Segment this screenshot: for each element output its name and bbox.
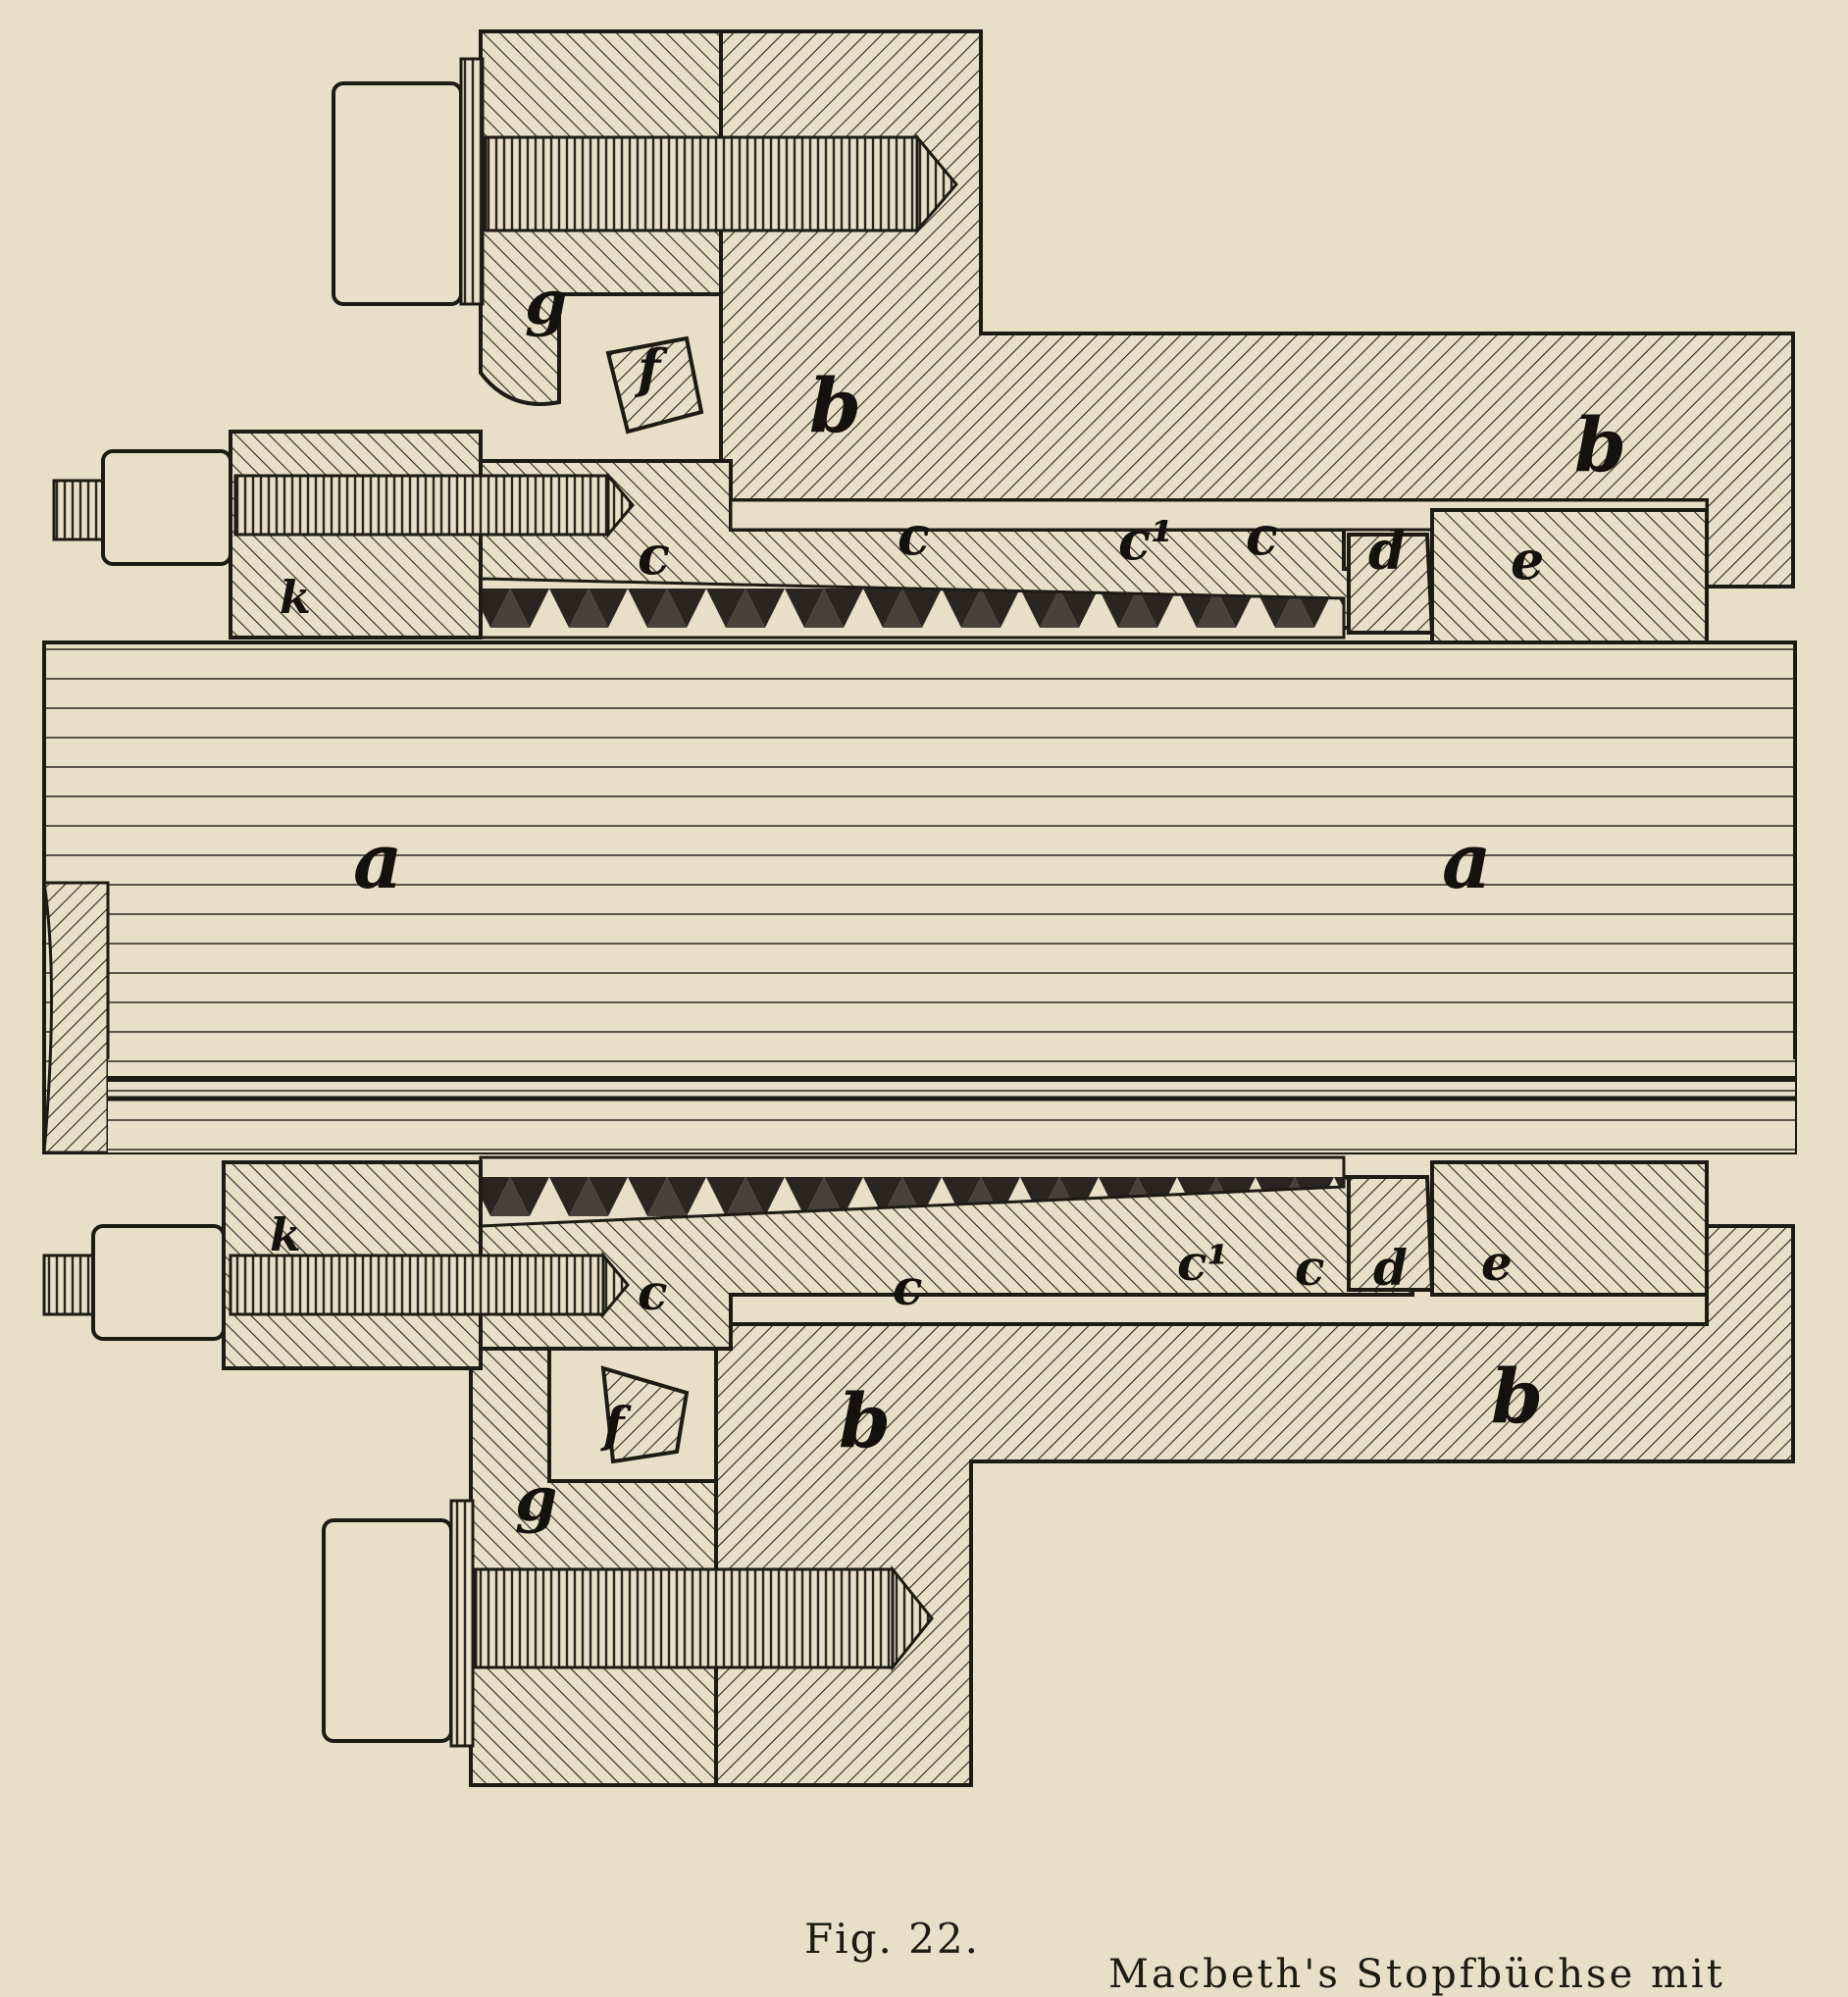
label-c-lower-1: c — [638, 1263, 667, 1321]
upper-half — [52, 29, 1795, 647]
figure-caption: Fig. 22. — [804, 1915, 980, 1963]
label-d-lower: d — [1373, 1239, 1408, 1297]
bolt-upper-small — [52, 449, 635, 566]
label-c1-upper: c¹ — [1118, 509, 1174, 572]
block-e-upper — [1430, 508, 1709, 647]
label-k-lower: k — [270, 1208, 301, 1261]
bolt-upper-large — [332, 57, 958, 306]
housing-b-lower — [714, 1224, 1795, 1787]
label-e-upper: e — [1511, 529, 1544, 591]
label-c-upper-3: c — [1246, 504, 1278, 567]
ring-f-lower — [600, 1365, 690, 1464]
part-labels: a a b b b b g g f f k k c c c¹ c d e c c… — [270, 267, 1626, 1535]
label-d-upper: d — [1368, 519, 1406, 582]
bolt-lower-small — [42, 1224, 630, 1341]
label-b-lower-left: b — [839, 1377, 891, 1464]
label-c1-lower: c¹ — [1177, 1234, 1228, 1292]
block-e-lower — [1430, 1160, 1709, 1297]
label-b-lower-right: b — [1491, 1353, 1543, 1440]
label-c-lower-3: c — [1295, 1239, 1324, 1297]
ring-f-upper — [605, 335, 704, 435]
body-text-fragment: Macbeth's Stopfbüchse mit — [1108, 1952, 1725, 1997]
shaft-a — [42, 640, 1797, 1154]
label-k-upper: k — [280, 571, 311, 624]
label-b-upper-left: b — [809, 362, 861, 449]
label-c-upper-2: c — [898, 504, 930, 567]
bolt-lower-large — [322, 1499, 934, 1748]
label-g-upper: g — [525, 267, 567, 338]
label-b-upper-right: b — [1574, 401, 1626, 488]
label-a-left: a — [353, 817, 403, 906]
label-a-right: a — [1442, 817, 1492, 906]
lower-half — [42, 1155, 1795, 1787]
label-e-lower: e — [1481, 1234, 1513, 1292]
label-c-lower-2: c — [893, 1258, 922, 1316]
label-c-upper-1: c — [638, 524, 670, 587]
label-g-lower: g — [515, 1463, 557, 1535]
